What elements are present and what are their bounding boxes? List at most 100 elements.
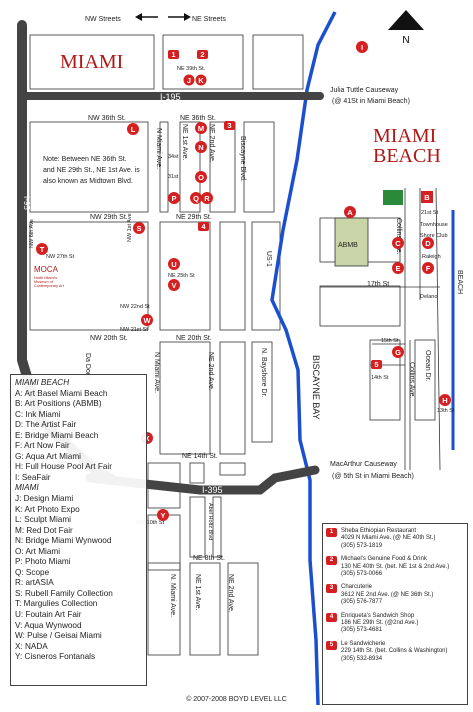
note-line-2: and NE 29th St., NE 1st Ave. is — [43, 167, 140, 174]
venue-markers: A B C D E F G H I J K L M N O P Q R S T … — [36, 41, 451, 521]
marker-c[interactable]: C — [392, 237, 404, 249]
legend-item: C: Ink Miami — [15, 409, 61, 419]
marker-m[interactable]: M — [195, 122, 207, 134]
legend-item: X: NADA — [15, 641, 48, 651]
restaurant-marker-1[interactable]: 1 — [168, 50, 179, 59]
macarthur-sub: (@ 5th St in Miami Beach) — [332, 473, 414, 480]
svg-text:B: B — [424, 193, 430, 202]
svg-text:Delano: Delano — [420, 294, 437, 300]
marker-f[interactable]: F — [422, 262, 434, 274]
marker-n[interactable]: N — [195, 141, 207, 153]
moca-label: MOCA — [34, 265, 59, 274]
julia-tuttle-label: Julia Tuttle Causeway — [330, 87, 399, 94]
svg-text:2: 2 — [200, 50, 204, 59]
east-arrow-icon — [168, 13, 191, 21]
svg-text:R: R — [204, 194, 210, 203]
marker-o[interactable]: O — [195, 171, 207, 183]
restaurant-phone: (305) 532-8934 — [341, 655, 383, 662]
svg-text:17th St: 17th St — [367, 281, 389, 288]
marker-g[interactable]: G — [392, 346, 404, 358]
marker-w[interactable]: W — [141, 314, 153, 326]
julia-tuttle-sub: (@ 41St in Miami Beach) — [332, 98, 410, 105]
svg-text:NE 2nd Ave.: NE 2nd Ave. — [207, 352, 214, 391]
restaurant-phone: (305) 573-4681 — [341, 627, 383, 634]
marker-p[interactable]: P — [168, 192, 180, 204]
svg-text:Collins Ave.: Collins Ave. — [395, 218, 402, 255]
marker-k[interactable]: K — [195, 74, 207, 86]
svg-text:Q: Q — [193, 194, 199, 203]
svg-text:N Miami Ave.: N Miami Ave. — [153, 352, 160, 393]
svg-text:NE 1st Ave.: NE 1st Ave. — [194, 574, 201, 611]
marker-a[interactable]: A — [344, 206, 356, 218]
coastline — [270, 11, 337, 706]
i195-label: I-195 — [160, 92, 181, 102]
legend-item: J: Design Miami — [15, 494, 74, 504]
legend-item: K: Art Photo Expo — [15, 504, 80, 514]
marker-v[interactable]: V — [168, 279, 180, 291]
restaurant-address: 3612 NE 2nd Ave. (@ NE 36th St.) — [341, 591, 434, 598]
restaurant-phone: (305) 573-1819 — [341, 542, 383, 549]
svg-text:N Miami Ave.: N Miami Ave. — [155, 128, 162, 169]
svg-text:NW 27th St: NW 27th St — [46, 254, 75, 260]
legend-item: A: Art Basel Miami Beach — [15, 388, 108, 398]
svg-text:NW 29th St.: NW 29th St. — [90, 214, 128, 221]
marker-e[interactable]: E — [392, 262, 404, 274]
svg-text:NE 2nd Ave.: NE 2nd Ave. — [208, 124, 215, 163]
marker-t[interactable]: T — [36, 243, 48, 255]
svg-text:V: V — [171, 281, 176, 290]
marker-s[interactable]: S — [133, 222, 145, 234]
restaurant-marker-3[interactable]: 3 — [224, 121, 235, 130]
marker-l[interactable]: L — [127, 123, 139, 135]
restaurant-address: 229 14th St. (bet. Collins & Washington) — [341, 648, 448, 655]
legend-item: Q: Scope — [15, 567, 50, 577]
svg-text:NE 36th St.: NE 36th St. — [180, 115, 216, 122]
svg-text:M: M — [198, 124, 204, 133]
restaurant-marker-4[interactable]: 4 — [198, 222, 209, 231]
restaurant-marker-2[interactable]: 2 — [197, 50, 208, 59]
marker-y[interactable]: Y — [157, 509, 169, 521]
legend-item: L: Sculpt Miami — [15, 515, 71, 525]
svg-text:14th St: 14th St — [371, 375, 389, 381]
venue-legend: MIAMI BEACH A: Art Basel Miami Beach B: … — [10, 374, 147, 686]
svg-text:H: H — [442, 396, 447, 405]
marker-d[interactable]: D — [422, 237, 434, 249]
restaurant-name: Le Sandwicherie — [341, 640, 386, 647]
legend-item: G: Aqua Art Miami — [15, 451, 81, 461]
svg-text:I: I — [361, 43, 363, 52]
legend-item: F: Art Now Fair — [15, 441, 70, 451]
restaurant-marker-5[interactable]: 5 — [371, 360, 382, 369]
nw-streets-label: NW Streets — [85, 16, 121, 23]
svg-text:NW 6th Ave: NW 6th Ave — [29, 219, 35, 248]
moca-sub-2: Museum of — [34, 280, 54, 284]
svg-text:D: D — [425, 239, 431, 248]
marker-q[interactable]: Q — [190, 192, 202, 204]
street-labels: NE 39th St. NW 36th St. NE 36th St. 34st… — [29, 66, 455, 617]
marker-u[interactable]: U — [168, 258, 180, 270]
west-arrow-icon — [135, 13, 158, 21]
restaurant-address: 4029 N Miami Ave. (@ NE 40th St.) — [341, 535, 436, 542]
marker-r[interactable]: R — [201, 192, 213, 204]
restaurant-phone: (305) 573-0066 — [341, 571, 383, 578]
svg-text:W: W — [143, 316, 151, 325]
legend-item: P: Photo Miami — [15, 557, 71, 567]
marker-j[interactable]: J — [183, 74, 195, 86]
svg-text:13th St: 13th St — [437, 408, 455, 414]
svg-text:NE 20th St.: NE 20th St. — [176, 335, 212, 342]
marker-h[interactable]: H — [439, 394, 451, 406]
svg-text:L: L — [131, 125, 136, 134]
svg-text:5: 5 — [374, 360, 378, 369]
us1-label: US-1 — [265, 251, 272, 267]
abmb-building — [334, 217, 369, 267]
marker-i[interactable]: I — [356, 41, 368, 53]
svg-text:Raleigh: Raleigh — [422, 254, 441, 260]
moca-sub-3: Contemporary Art — [34, 284, 65, 288]
north-arrow-icon — [388, 10, 424, 30]
marker-b[interactable]: B — [421, 191, 433, 203]
